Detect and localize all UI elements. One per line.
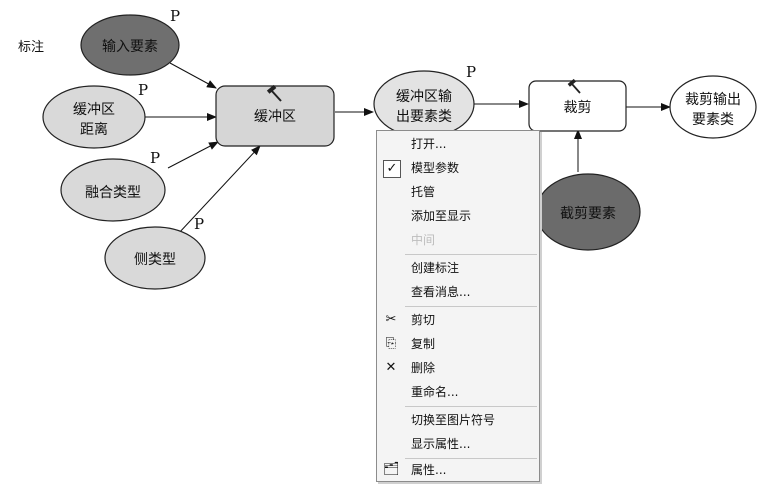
menu-item-label: 模型参数 (411, 161, 460, 175)
buffer-tool-label: 缓冲区 (254, 109, 296, 125)
buffer-tool-node[interactable] (215, 85, 335, 147)
buffer-distance-node[interactable] (42, 85, 146, 149)
menu-item-managed[interactable]: 托管 (377, 181, 539, 203)
menu-item-label: 剪切 (411, 313, 436, 327)
dissolve-type-label: 融合类型 (85, 185, 141, 201)
parameter-marker-dissolve: P (150, 149, 161, 167)
connector-side-to-buffer (177, 145, 261, 235)
clip-output-node[interactable] (669, 75, 757, 139)
menu-item-label: 创建标注 (411, 261, 460, 275)
side-type-node[interactable] (104, 226, 206, 290)
clip-tool-label: 裁剪 (563, 100, 592, 116)
connector-input-to-buffer (169, 62, 217, 89)
buffer-hammer-icon (266, 84, 282, 102)
side-type-label: 侧类型 (134, 252, 176, 268)
menu-item-copy[interactable]: ⎘ 复制 (377, 333, 539, 355)
menu-separator (405, 406, 537, 407)
buffer-output-label-line1: 缓冲区输 (396, 89, 452, 105)
menu-item-add-to-display[interactable]: 添加至显示 (377, 205, 539, 227)
connector-dissolve-to-buffer (167, 141, 219, 169)
menu-item-label: 中间 (411, 233, 436, 247)
parameter-marker-output: P (466, 63, 477, 81)
clip-tool-node[interactable] (528, 80, 627, 132)
clip-features-label: 截剪要素 (560, 206, 616, 222)
delete-x-icon: ✕ (385, 360, 397, 375)
menu-separator (405, 458, 537, 459)
input-features-node[interactable] (80, 14, 180, 76)
menu-item-model-parameter[interactable]: ✓ 模型参数 (377, 157, 539, 179)
menu-item-label: 复制 (411, 337, 436, 351)
menu-item-intermediate[interactable]: 中间 (377, 229, 539, 251)
checkmark-icon: ✓ (383, 160, 401, 178)
menu-item-label: 切换至图片符号 (411, 413, 496, 427)
menu-item-label: 属性... (411, 463, 447, 477)
menu-item-show-attributes[interactable]: 显示属性... (377, 433, 539, 455)
copy-icon: ⎘ (385, 336, 397, 351)
dissolve-type-node[interactable] (60, 158, 166, 222)
scissors-icon: ✂ (385, 312, 397, 327)
context-menu: 打开... ✓ 模型参数 托管 添加至显示 中间 创建标注 查看消息... ✂ … (376, 130, 540, 482)
menu-item-label: 托管 (411, 185, 436, 199)
properties-icon: 🗂 (383, 462, 400, 477)
clip-hammer-icon (567, 78, 581, 94)
parameter-marker-input: P (170, 7, 181, 25)
menu-item-label: 重命名... (411, 385, 459, 399)
buffer-distance-label-line2: 距离 (80, 122, 108, 138)
clip-output-label-line1: 裁剪输出 (685, 92, 741, 108)
buffer-distance-label-line1: 缓冲区 (73, 102, 115, 118)
buffer-output-label-line2: 出要素类 (396, 109, 452, 125)
menu-item-switch-to-graphic-symbol[interactable]: 切换至图片符号 (377, 409, 539, 431)
clip-output-label-line2: 要素类 (692, 112, 734, 128)
menu-item-rename[interactable]: 重命名... (377, 381, 539, 403)
menu-item-label: 显示属性... (411, 437, 471, 451)
menu-item-delete[interactable]: ✕ 删除 (377, 357, 539, 379)
parameter-marker-side: P (194, 215, 205, 233)
menu-item-properties[interactable]: 🗂 属性... (377, 459, 539, 481)
menu-separator (405, 254, 537, 255)
menu-item-cut[interactable]: ✂ 剪切 (377, 309, 539, 331)
annotation-label: 标注 (18, 40, 45, 55)
menu-separator (405, 306, 537, 307)
menu-item-label: 删除 (411, 361, 436, 375)
menu-item-create-label[interactable]: 创建标注 (377, 257, 539, 279)
menu-item-open[interactable]: 打开... (377, 133, 539, 155)
menu-item-label: 打开... (411, 137, 447, 151)
menu-item-label: 添加至显示 (411, 209, 472, 223)
parameter-marker-distance: P (138, 81, 149, 99)
input-features-label: 输入要素 (102, 39, 158, 55)
menu-item-view-messages[interactable]: 查看消息... (377, 281, 539, 303)
menu-item-label: 查看消息... (411, 285, 471, 299)
